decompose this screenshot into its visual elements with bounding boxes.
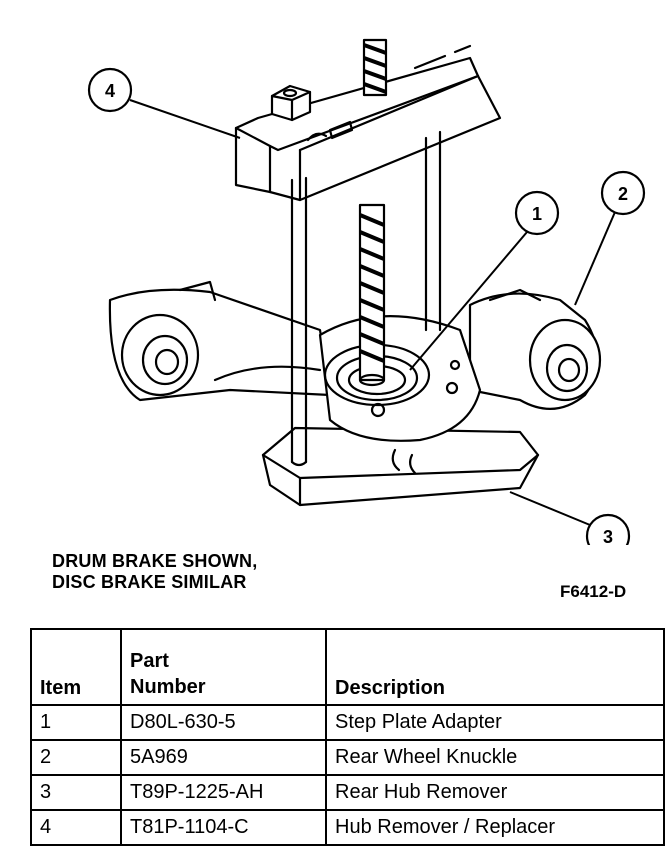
table-row: 2 5A969 Rear Wheel Knuckle xyxy=(30,739,665,776)
row-part-number: T81P-1104-C xyxy=(120,809,327,846)
top-nut-drawing xyxy=(270,84,312,122)
screw-thread-hatching xyxy=(359,43,387,363)
row-description: Step Plate Adapter xyxy=(325,704,665,741)
header-item: Item xyxy=(30,628,122,706)
row-description: Rear Hub Remover xyxy=(325,774,665,811)
callout-2-circle xyxy=(600,170,646,216)
hub-remover-illustration: 1 2 3 4 xyxy=(87,38,646,545)
row-item: 1 xyxy=(30,704,122,741)
figure-id: F6412-D xyxy=(560,582,627,601)
callout-4-circle xyxy=(87,67,133,113)
row-description: Hub Remover / Replacer xyxy=(325,809,665,846)
table-row: 1 D80L-630-5 Step Plate Adapter xyxy=(30,704,665,741)
base-plate-drawing xyxy=(261,426,540,507)
callout-1-label: 1 xyxy=(532,204,542,224)
figure-caption: DRUM BRAKE SHOWN, DISC BRAKE SIMILAR xyxy=(52,551,257,593)
parts-table-header: Item Part Number Description xyxy=(30,628,665,706)
header-description: Description xyxy=(325,628,665,706)
knuckle-drawing xyxy=(108,280,602,442)
row-item: 2 xyxy=(30,739,122,776)
row-description: Rear Wheel Knuckle xyxy=(325,739,665,776)
callout-1-leader xyxy=(409,231,528,371)
row-item: 3 xyxy=(30,774,122,811)
callout-3-label: 3 xyxy=(603,527,613,545)
caption-line-2: DISC BRAKE SIMILAR xyxy=(52,572,247,592)
header-part-number: Part Number xyxy=(120,628,327,706)
callout-1-circle xyxy=(514,190,560,236)
header-part-line2: Number xyxy=(130,676,206,698)
parts-table: Item Part Number Description 1 D80L-630-… xyxy=(30,628,665,846)
callout-2-leader xyxy=(574,211,616,306)
callout-3-leader xyxy=(509,491,591,526)
row-part-number: 5A969 xyxy=(120,739,327,776)
row-part-number: D80L-630-5 xyxy=(120,704,327,741)
callout-2-label: 2 xyxy=(618,184,628,204)
table-row: 3 T89P-1225-AH Rear Hub Remover xyxy=(30,774,665,811)
callout-4-leader xyxy=(129,99,241,139)
row-part-number: T89P-1225-AH xyxy=(120,774,327,811)
crossbar-drawing xyxy=(234,44,502,202)
callout-3-circle xyxy=(585,513,631,545)
callout-4-label: 4 xyxy=(105,81,115,101)
header-part-line1: Part xyxy=(130,650,169,672)
table-row: 4 T81P-1104-C Hub Remover / Replacer xyxy=(30,809,665,846)
caption-line-1: DRUM BRAKE SHOWN, xyxy=(52,551,258,571)
tie-rods-drawing xyxy=(290,130,442,467)
row-item: 4 xyxy=(30,809,122,846)
